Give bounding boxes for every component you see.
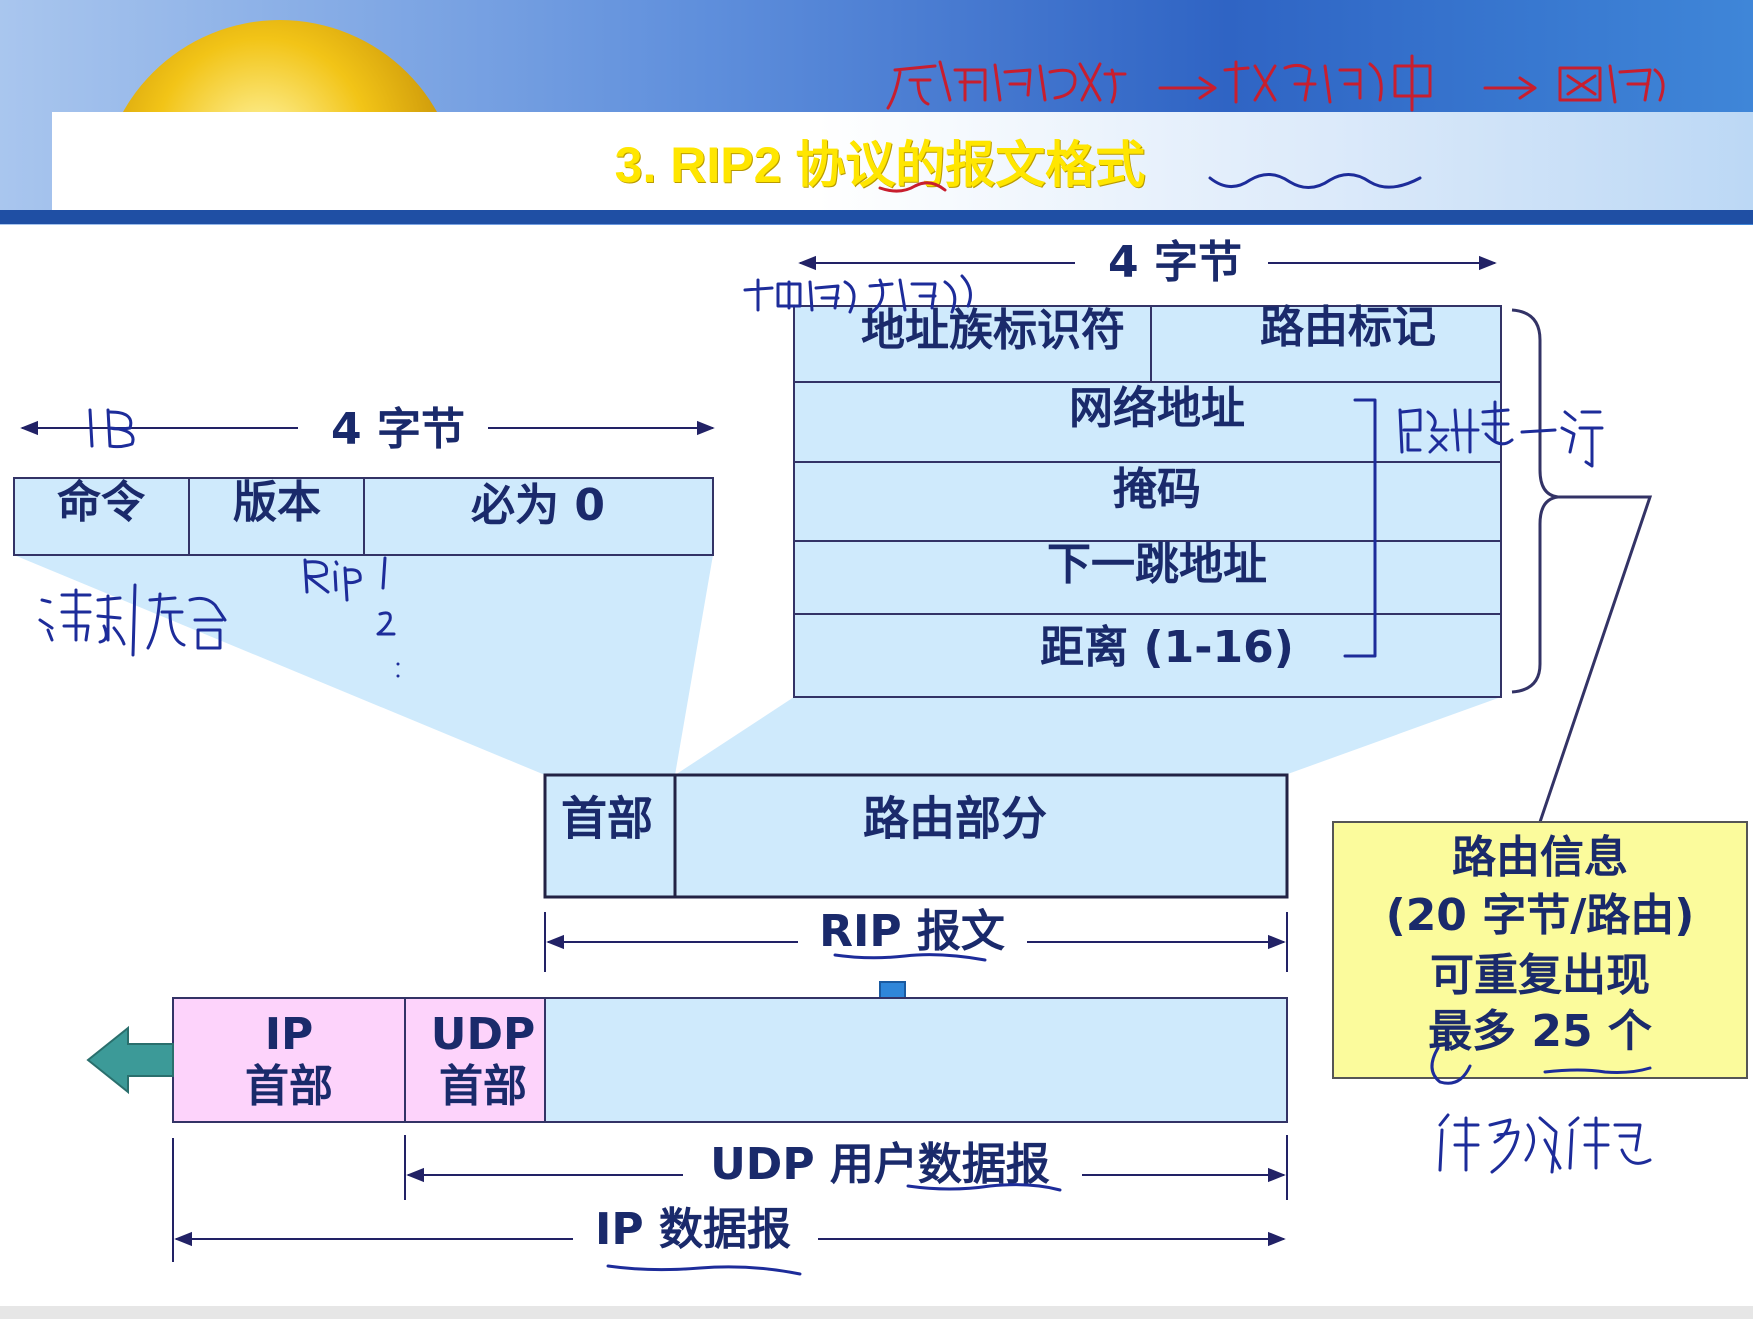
- udp-header-line2: 首部: [439, 1061, 527, 1112]
- field-command: 命令: [57, 477, 146, 528]
- field-network-address: 网络地址: [1069, 383, 1245, 434]
- udp-header-line1: UDP: [431, 1009, 536, 1060]
- udp-data-cell: [544, 997, 1288, 1123]
- info-line-4: 最多 25 个: [1428, 1006, 1652, 1057]
- header-divider: [0, 210, 1753, 224]
- ip-header-line1: IP: [265, 1009, 314, 1060]
- handwritten-annotation-1b: [88, 408, 135, 449]
- ip-header-line2: 首部: [245, 1061, 333, 1112]
- slide-title: 3. RIP2 协议的报文格式: [614, 137, 1146, 193]
- right-bytes-label: 4 字节: [1108, 237, 1242, 288]
- info-line-3: 可重复出现: [1430, 950, 1650, 1001]
- handwritten-underline-ip-datagram: [606, 1264, 802, 1276]
- handwritten-underline-rip2: [878, 181, 947, 193]
- udp-datagram-span-label: UDP 用户数据报: [710, 1139, 1050, 1190]
- handwritten-underline-rip-message: [833, 953, 987, 962]
- field-version: 版本: [233, 477, 321, 528]
- field-route-tag: 路由标记: [1260, 302, 1436, 353]
- ip-header-cell: [172, 997, 406, 1123]
- handwritten-underline-format: [1208, 173, 1422, 189]
- route-entry-brace: [1511, 308, 1559, 694]
- footer-divider: [0, 1306, 1753, 1319]
- udp-header-cell: [404, 997, 546, 1123]
- rip-header-label: 首部: [561, 792, 653, 846]
- field-mask: 掩码: [1113, 464, 1201, 515]
- left-expansion-wedge: [14, 555, 713, 775]
- handwritten-annotation-multi-send: [1430, 1046, 1652, 1174]
- rip-routing-label: 路由部分: [863, 792, 1047, 846]
- ip-datagram-span-label: IP 数据报: [595, 1204, 791, 1255]
- field-next-hop: 下一跳地址: [1047, 539, 1267, 590]
- routing-info-box: [1332, 821, 1748, 1079]
- route-entry-box: [793, 305, 1502, 698]
- handwritten-annotation-rip-versions: [303, 556, 400, 678]
- title-bar: [52, 112, 1753, 210]
- field-must-be-zero: 必为 0: [471, 480, 605, 531]
- send-left-arrow: [86, 1025, 174, 1095]
- right-expansion-wedge: [675, 697, 1501, 775]
- handwritten-underline-datagram: [906, 1183, 1062, 1192]
- left-bytes-label: 4 字节: [331, 404, 465, 455]
- handwritten-annotation-request-response: [38, 583, 227, 657]
- field-distance: 距离 (1-16): [1040, 622, 1294, 673]
- handwritten-annotation-top: [886, 54, 1665, 112]
- handwritten-annotation-addr-family: [743, 274, 972, 314]
- info-line-2: (20 字节/路由): [1386, 890, 1695, 941]
- field-address-family: 地址族标识符: [861, 305, 1125, 356]
- rip-message-span-label: RIP 报文: [819, 906, 1005, 957]
- handwritten-annotation-route-table-row: [1343, 398, 1604, 658]
- rip-message-box: [543, 773, 1289, 899]
- brace-connector: [1538, 495, 1653, 823]
- info-line-1: 路由信息: [1452, 832, 1628, 883]
